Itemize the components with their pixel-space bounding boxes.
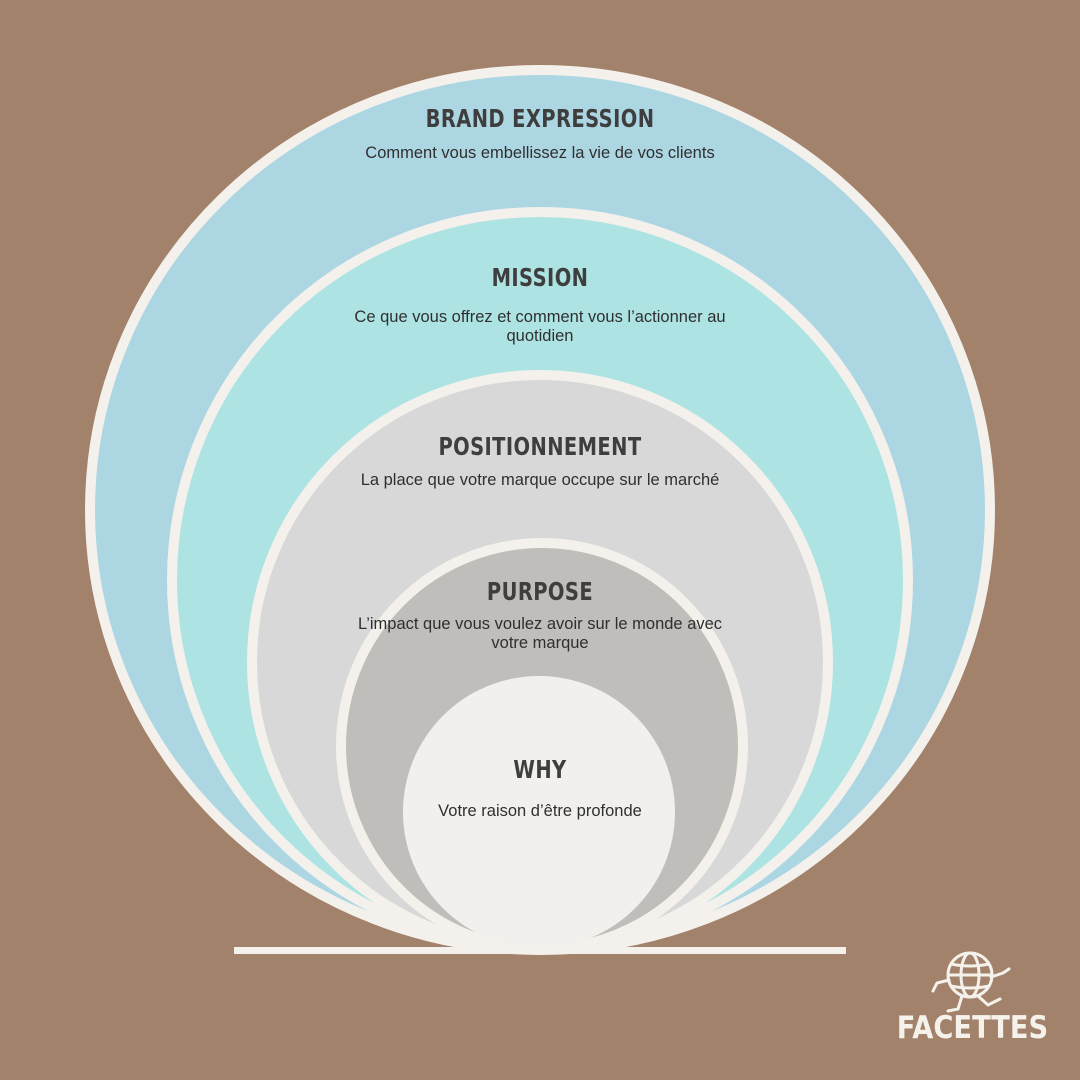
brand-logo-text: FACETTES — [896, 1010, 1049, 1046]
baseline-divider — [234, 947, 846, 954]
layer-mission-title: MISSION — [491, 263, 589, 292]
layer-why-shape — [403, 676, 675, 948]
layer-purpose-title: PURPOSE — [486, 577, 594, 606]
layer-positionnement-description: La place que votre marque occupe sur le … — [360, 471, 720, 489]
layer-why-title: WHY — [513, 755, 567, 784]
layer-why-description: Votre raison d’être profonde — [438, 802, 642, 820]
layer-mission-description: Ce que vous offrez et comment vous l’act… — [354, 308, 726, 345]
layer-brand-expression-title: BRAND EXPRESSION — [425, 104, 655, 133]
layer-brand-expression-description: Comment vous embellissez la vie de vos c… — [365, 144, 715, 162]
layer-purpose-description: L’impact que vous voulez avoir sur le mo… — [357, 615, 723, 652]
layer-positionnement-title: POSITIONNEMENT — [438, 432, 642, 461]
walking-globe-mascot-icon — [931, 951, 1011, 1013]
